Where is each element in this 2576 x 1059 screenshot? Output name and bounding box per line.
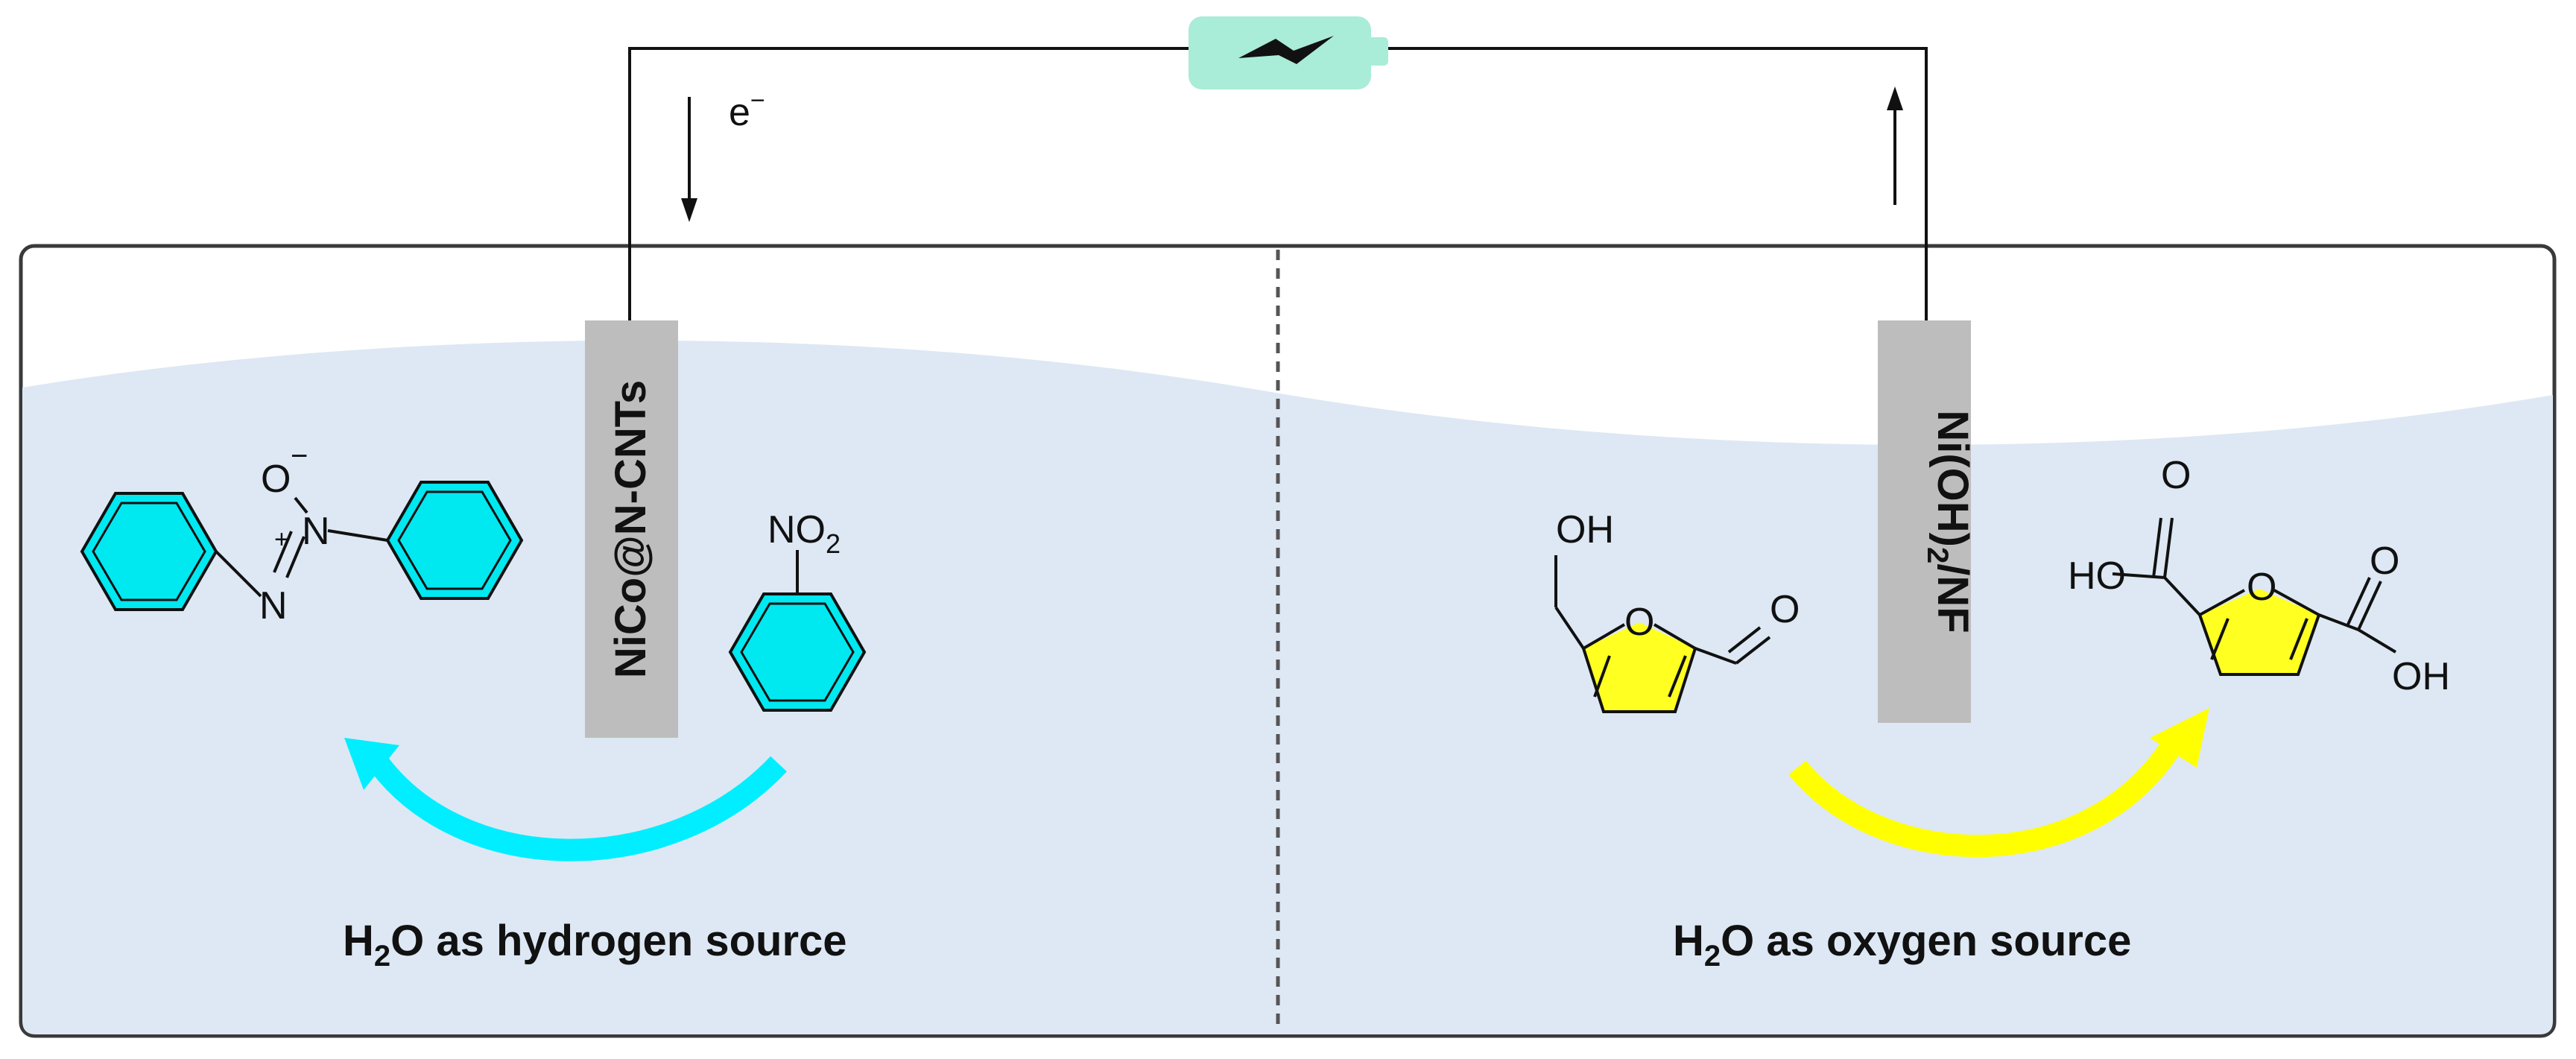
anode-caption: H2O as oxygen source bbox=[1673, 917, 2131, 973]
svg-text:O: O bbox=[1770, 588, 1800, 631]
azoxybenzene-structure bbox=[80, 481, 524, 611]
svg-text:−: − bbox=[291, 440, 308, 472]
svg-text:HO: HO bbox=[2068, 554, 2126, 598]
svg-text:O: O bbox=[2247, 566, 2276, 609]
svg-text:N: N bbox=[259, 584, 288, 628]
electron-label: e− bbox=[729, 86, 765, 134]
circuit-wire bbox=[628, 47, 1189, 320]
cathode-caption: H2O as hydrogen source bbox=[343, 917, 847, 973]
anode-label: Ni(OH)2/NF bbox=[1921, 410, 1977, 633]
anode-electrode: Ni(OH)2/NF bbox=[1878, 320, 1977, 723]
svg-text:N: N bbox=[302, 510, 330, 553]
svg-text:O: O bbox=[1624, 601, 1654, 644]
svg-text:+: + bbox=[274, 525, 289, 554]
benzene-ring-nitro bbox=[728, 592, 867, 712]
fdca-labels: HO O O O OH bbox=[2068, 454, 2450, 698]
furan-ring-hmf bbox=[1583, 622, 1695, 712]
svg-text:OH: OH bbox=[2392, 655, 2450, 698]
svg-text:O: O bbox=[2370, 540, 2399, 583]
battery bbox=[1189, 16, 1388, 89]
nitrobenzene-structure bbox=[728, 550, 867, 712]
electron-up-arrow bbox=[1887, 86, 1903, 205]
fdca-structure bbox=[2112, 517, 2397, 676]
furan-ring-fdca bbox=[2200, 589, 2319, 674]
nitro-group-label: NO2 bbox=[768, 508, 841, 559]
benzene-ring-left bbox=[80, 492, 218, 611]
circuit-wire-right bbox=[1386, 47, 1928, 320]
lightning-icon bbox=[1238, 36, 1334, 64]
electron-down-arrow bbox=[681, 97, 697, 222]
svg-text:OH: OH bbox=[1556, 508, 1614, 551]
cathode-reaction-arrow bbox=[344, 738, 787, 862]
anode-reaction-arrow bbox=[1788, 708, 2209, 857]
svg-text:O: O bbox=[2161, 454, 2191, 497]
svg-text:O: O bbox=[261, 458, 291, 501]
azoxybenzene-labels: N N + O − bbox=[259, 440, 330, 628]
hmf-labels: OH O O bbox=[1556, 508, 1800, 644]
cathode-label: NiCo@N-CNTs bbox=[607, 380, 655, 678]
cathode-electrode: NiCo@N-CNTs bbox=[585, 320, 678, 738]
hmf-structure bbox=[1554, 555, 1771, 713]
